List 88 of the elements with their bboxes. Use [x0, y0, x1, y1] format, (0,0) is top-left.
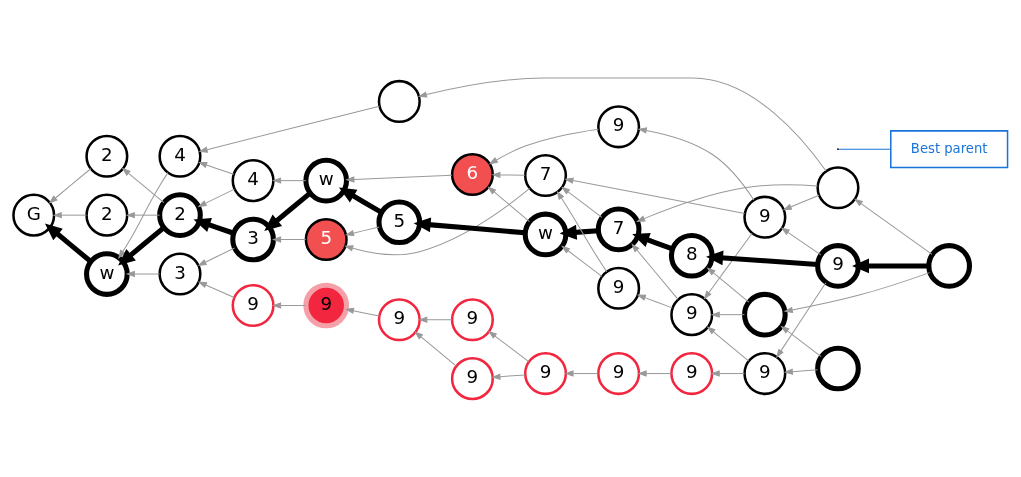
arrow — [345, 174, 453, 183]
arrow — [782, 194, 820, 211]
arrow — [491, 373, 526, 380]
node-circle: 9 — [303, 282, 350, 329]
arrow — [487, 330, 530, 363]
arrow — [491, 171, 526, 179]
arrow — [703, 232, 753, 300]
arrow — [853, 198, 933, 255]
node-box: Best parent — [890, 130, 1009, 169]
node-circle: 6 — [450, 152, 494, 197]
arrow — [635, 184, 819, 222]
arrow — [418, 316, 453, 323]
node-circle: 9 — [670, 351, 714, 396]
arrow — [783, 272, 931, 314]
arrow — [344, 307, 380, 317]
node-circle: w — [303, 157, 350, 204]
node-circle: 4 — [231, 159, 275, 203]
node-circle: 9 — [597, 266, 641, 310]
node-circle: 9 — [450, 298, 494, 342]
arrow — [783, 368, 819, 375]
arrow — [197, 281, 235, 299]
node-circle: 9 — [523, 351, 568, 396]
arrow — [710, 370, 745, 377]
node-circle: 5 — [376, 199, 423, 246]
arrow — [780, 325, 822, 358]
arrow — [414, 331, 457, 367]
node-circle: 9 — [450, 357, 494, 401]
arrow — [561, 245, 603, 277]
node-circle: 2 — [157, 192, 203, 238]
arrow — [487, 186, 530, 223]
node-circle: 7 — [523, 153, 568, 198]
node-circle: 9 — [743, 351, 787, 396]
arrow — [776, 282, 827, 359]
arrow — [264, 191, 312, 232]
node-circle: 9 — [231, 283, 275, 328]
arrow — [561, 186, 603, 218]
arrow — [197, 247, 235, 267]
arrow — [564, 177, 746, 214]
connector — [838, 148, 892, 150]
arrow — [852, 258, 929, 274]
arrow — [125, 211, 161, 219]
node-circle — [816, 166, 860, 210]
node-circle: 9 — [815, 243, 861, 289]
node-circle: 4 — [158, 134, 202, 178]
arrow — [52, 211, 87, 219]
node-circle: 9 — [597, 105, 641, 149]
node-circle — [377, 79, 421, 123]
arrow — [637, 127, 755, 201]
arrow — [706, 250, 818, 268]
node-circle: 9 — [377, 298, 421, 342]
arrow — [637, 370, 672, 377]
arrow — [344, 187, 531, 256]
arrow — [44, 223, 93, 264]
arrow — [125, 270, 161, 278]
node-circle: 9 — [743, 195, 787, 239]
node-circle: 3 — [158, 252, 202, 296]
arrow — [118, 172, 169, 259]
arrow — [121, 167, 165, 204]
arrow — [271, 236, 307, 243]
arrow — [344, 226, 380, 237]
arrow — [706, 267, 750, 303]
arrow — [556, 190, 608, 273]
arrow — [271, 177, 307, 184]
arrow — [710, 311, 745, 318]
node-circle: 2 — [85, 193, 129, 237]
arrow — [559, 224, 599, 240]
node-circle — [926, 243, 972, 289]
node-circle: 9 — [597, 351, 641, 396]
arrow — [706, 326, 750, 362]
arrow — [488, 128, 599, 165]
arrow — [632, 232, 674, 252]
arrow — [780, 227, 822, 256]
arrow — [198, 162, 235, 175]
arrow — [413, 217, 526, 236]
arrow — [564, 370, 599, 377]
arrow — [118, 225, 166, 266]
node-circle: 5 — [304, 217, 348, 262]
arrow — [193, 217, 235, 236]
arrow — [48, 168, 92, 204]
node-circle: 3 — [230, 216, 276, 263]
node-circle — [815, 345, 861, 392]
arrow — [417, 77, 827, 172]
arrow — [271, 302, 307, 309]
arrow — [636, 294, 673, 309]
arrow — [338, 187, 383, 215]
arrow — [631, 243, 679, 300]
arrow — [198, 105, 380, 153]
arrow — [197, 188, 235, 208]
